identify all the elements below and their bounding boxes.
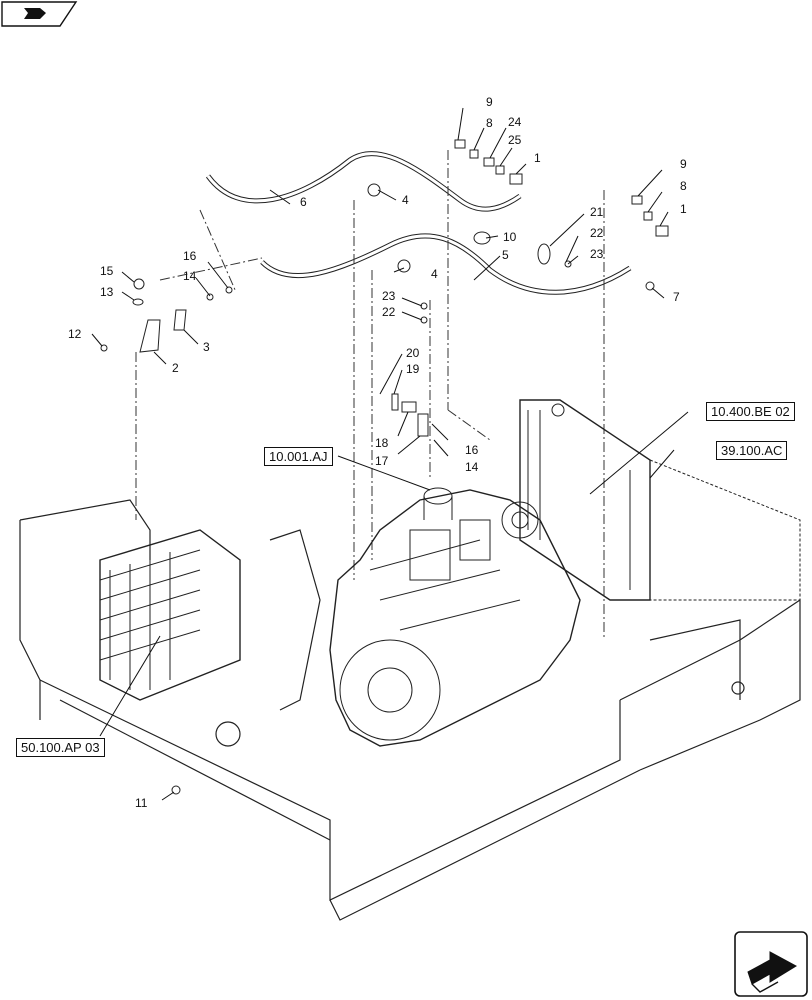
part-17: [417, 413, 429, 437]
callout-23-mid: 23: [382, 289, 396, 303]
callout-2: 2: [172, 361, 179, 375]
part-11: [171, 785, 181, 795]
radiator: [519, 399, 801, 601]
back-arrow-icon[interactable]: [1, 1, 78, 27]
part-7: [645, 281, 655, 291]
clamp-21: [537, 243, 551, 265]
callout-19: 19: [406, 362, 420, 376]
callout-16-left: 16: [183, 249, 197, 263]
callout-5: 5: [502, 248, 509, 262]
part-8-upper: [469, 149, 479, 159]
part-14-left: [206, 293, 214, 301]
clamp-4-lower: [397, 259, 411, 273]
callout-1-top: 1: [534, 151, 541, 165]
callout-18: 18: [375, 436, 389, 450]
part-13: [132, 298, 144, 306]
clamp-10: [473, 231, 491, 245]
bracket-2: [139, 319, 161, 353]
callout-13: 13: [100, 285, 114, 299]
callout-21: 21: [590, 205, 604, 219]
callout-14-left: 14: [183, 269, 197, 283]
callout-14-mid: 14: [465, 460, 479, 474]
callout-16-mid: 16: [465, 443, 479, 457]
part-1-right: [655, 225, 669, 237]
callout-1-right: 1: [680, 202, 687, 216]
part-1-upper: [509, 173, 523, 185]
clamp-4-upper: [367, 183, 381, 197]
callout-7: 7: [673, 290, 680, 304]
callout-25: 25: [508, 133, 522, 147]
callout-6: 6: [300, 195, 307, 209]
callout-23-right: 23: [590, 247, 604, 261]
part-12: [100, 344, 108, 352]
callout-11: 11: [135, 796, 148, 810]
next-page-icon[interactable]: [734, 931, 808, 997]
ref-50-100-ap-03[interactable]: 50.100.AP 03: [16, 738, 105, 757]
hose-6: [205, 151, 522, 212]
callout-20: 20: [406, 346, 420, 360]
callout-9-right: 9: [680, 157, 687, 171]
callout-24: 24: [508, 115, 522, 129]
engine-assembly: [329, 487, 581, 747]
part-18: [401, 401, 417, 413]
callout-17: 17: [375, 454, 389, 468]
ref-10-400-be-02[interactable]: 10.400.BE 02: [706, 402, 795, 421]
callout-10: 10: [503, 230, 517, 244]
part-22-right: [564, 260, 572, 268]
callout-8-top: 8: [486, 116, 493, 130]
part-9-right: [631, 195, 643, 205]
part-9-upper: [454, 139, 466, 149]
callout-3: 3: [203, 340, 210, 354]
callout-15: 15: [100, 264, 114, 278]
bracket-3: [173, 309, 187, 331]
hose-5: [260, 233, 632, 295]
callout-4-upper: 4: [402, 193, 409, 207]
part-19: [391, 393, 399, 411]
part-24: [483, 157, 495, 167]
ref-39-100-ac[interactable]: 39.100.AC: [716, 441, 788, 460]
callout-12: 12: [68, 327, 82, 341]
callout-4-lower: 4: [431, 267, 438, 281]
chassis-frame: [19, 499, 801, 921]
callout-22-mid: 22: [382, 305, 396, 319]
part-25: [495, 165, 505, 175]
part-15: [133, 278, 145, 290]
callout-22-right: 22: [590, 226, 604, 240]
part-8-right: [643, 211, 653, 221]
ref-10-001-aj[interactable]: 10.001.AJ: [264, 447, 333, 466]
cooler-unit: [99, 529, 241, 701]
callout-9-top: 9: [486, 95, 493, 109]
callout-8-right: 8: [680, 179, 687, 193]
part-16-left: [225, 286, 233, 294]
